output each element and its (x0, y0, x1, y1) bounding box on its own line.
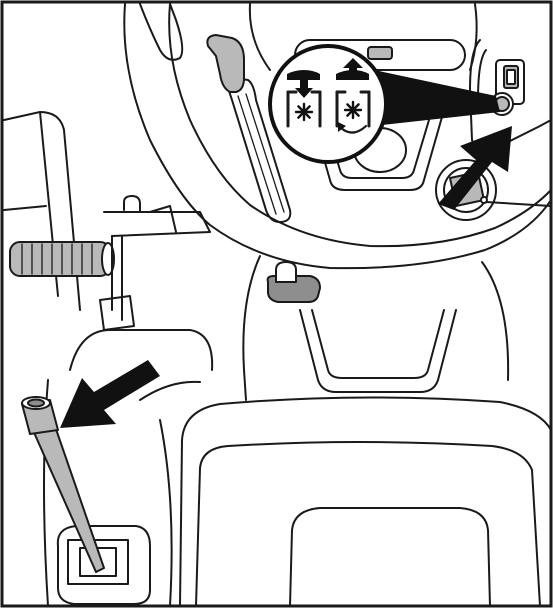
arrow-to-lever-handle (60, 360, 160, 428)
callout-magnifier (270, 46, 386, 162)
pto-shaft-icon-left (296, 104, 312, 120)
left-body-panel (4, 112, 80, 310)
pto-shaft-icon-right (345, 102, 361, 118)
range-lever (22, 397, 150, 604)
center-lower-console (243, 256, 508, 400)
brake-pedal (10, 196, 210, 330)
